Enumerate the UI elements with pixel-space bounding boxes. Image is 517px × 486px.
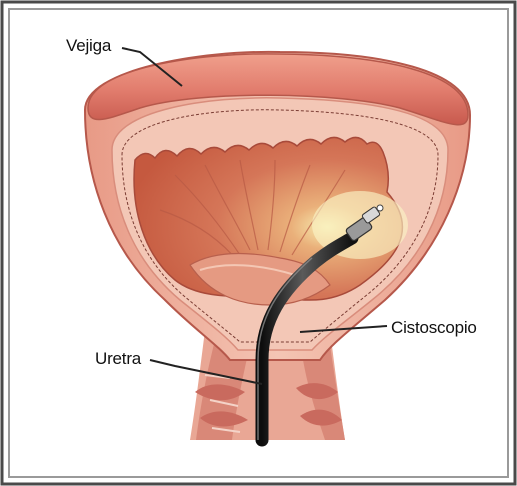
label-urethra: Uretra	[95, 349, 141, 369]
label-cystoscope: Cistoscopio	[391, 318, 477, 338]
label-bladder: Vejiga	[66, 36, 111, 56]
